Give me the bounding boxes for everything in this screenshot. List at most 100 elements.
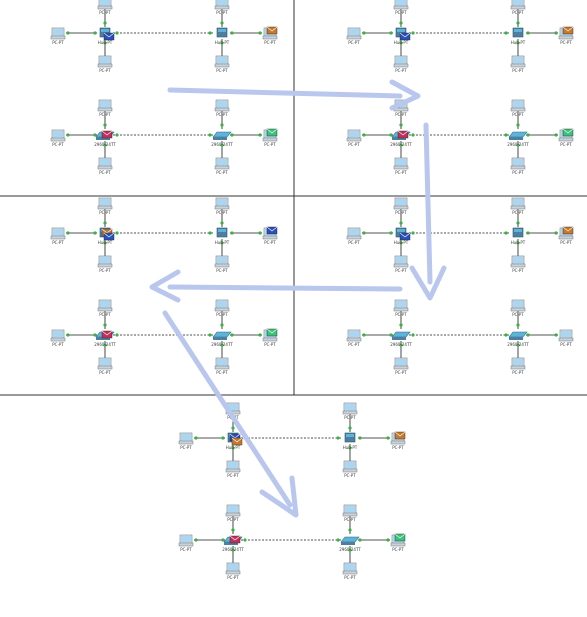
pc-label: PC-PT <box>227 517 239 522</box>
pc-top-p1-1-l[interactable]: PC-PT <box>97 99 113 117</box>
hub-label: 2960-24TT <box>339 547 361 552</box>
hub-label: Hub-PT <box>394 240 409 245</box>
pc-bottom-p4-0-r[interactable]: PC-PT <box>510 255 526 273</box>
pc-bottom-p1-1-l[interactable]: PC-PT <box>97 157 113 175</box>
link-port <box>221 436 225 440</box>
pc-side-p4-1-r[interactable]: PC-PT <box>558 329 574 347</box>
link-port <box>220 343 224 347</box>
pdu-p5-1-l <box>229 535 241 544</box>
pc-side-p5-0-l[interactable]: PC-PT <box>178 432 194 450</box>
pc-label: PC-PT <box>99 268 111 273</box>
pc-top-p1-0-l[interactable]: PC-PT <box>97 0 113 15</box>
pc-bottom-p4-1-l[interactable]: PC-PT <box>393 357 409 375</box>
pc-label: PC-PT <box>512 268 524 273</box>
pc-bottom-p1-0-l[interactable]: PC-PT <box>97 55 113 73</box>
link-port <box>115 133 119 137</box>
hub-p3-0-r[interactable]: Hub-PT <box>215 227 230 245</box>
pc-top-p4-1-r[interactable]: PC-PT <box>510 299 526 317</box>
pc-bottom-p2-1-l[interactable]: PC-PT <box>393 157 409 175</box>
link-port <box>411 133 415 137</box>
link-port <box>389 231 393 235</box>
link-port <box>103 241 107 245</box>
link-port <box>399 323 403 327</box>
pc-label: PC-PT <box>52 142 64 147</box>
pc-side-p2-1-l[interactable]: PC-PT <box>346 129 362 147</box>
pc-bottom-p3-1-l[interactable]: PC-PT <box>97 357 113 375</box>
link-port <box>348 446 352 450</box>
pc-label: PC-PT <box>348 240 360 245</box>
pc-top-p1-0-r[interactable]: PC-PT <box>214 0 230 15</box>
pc-top-p2-0-l[interactable]: PC-PT <box>393 0 409 15</box>
hub-p5-1-r[interactable]: 2960-24TT <box>339 536 361 552</box>
link-port <box>389 133 393 137</box>
pc-top-p1-1-r[interactable]: PC-PT <box>214 99 230 117</box>
hub-label: Hub-PT <box>215 240 230 245</box>
flow-arrow-2 <box>423 122 433 285</box>
pc-bottom-p1-1-r[interactable]: PC-PT <box>214 157 230 175</box>
hub-p4-1-l[interactable]: 2960-24TT <box>390 331 412 347</box>
pc-top-p5-0-r[interactable]: PC-PT <box>342 402 358 420</box>
hub-p1-1-r[interactable]: 2960-24TT <box>211 131 233 147</box>
pc-top-p3-1-l[interactable]: PC-PT <box>97 299 113 317</box>
pc-bottom-p1-0-r[interactable]: PC-PT <box>214 55 230 73</box>
hub-label: 2960-24TT <box>507 342 529 347</box>
pc-side-p3-1-l[interactable]: PC-PT <box>50 329 66 347</box>
pc-top-p3-0-r[interactable]: PC-PT <box>214 197 230 215</box>
pc-side-p5-1-l[interactable]: PC-PT <box>178 534 194 552</box>
pc-bottom-p3-0-r[interactable]: PC-PT <box>214 255 230 273</box>
pc-top-p5-1-r[interactable]: PC-PT <box>342 504 358 522</box>
pc-top-p4-1-l[interactable]: PC-PT <box>393 299 409 317</box>
pc-bottom-p5-1-r[interactable]: PC-PT <box>342 562 358 580</box>
pc-bottom-p5-1-l[interactable]: PC-PT <box>225 562 241 580</box>
pc-label: PC-PT <box>344 517 356 522</box>
hub-p4-1-r[interactable]: 2960-24TT <box>507 331 529 347</box>
pdu-p2-0-r <box>562 26 574 35</box>
link-port <box>554 133 558 137</box>
link-port <box>526 133 530 137</box>
hub-label: 2960-24TT <box>211 342 233 347</box>
link-port <box>348 548 352 552</box>
pc-bottom-p4-0-l[interactable]: PC-PT <box>393 255 409 273</box>
hub-label: 2960-24TT <box>390 342 412 347</box>
hub-p1-0-r[interactable]: Hub-PT <box>215 27 230 45</box>
pc-side-p2-0-l[interactable]: PC-PT <box>346 27 362 45</box>
pc-top-p2-1-r[interactable]: PC-PT <box>510 99 526 117</box>
link-port <box>516 123 520 127</box>
hub-p3-1-r[interactable]: 2960-24TT <box>211 331 233 347</box>
hub-label: 2960-24TT <box>94 342 116 347</box>
hub-p4-0-r[interactable]: Hub-PT <box>511 227 526 245</box>
pc-bottom-p2-0-l[interactable]: PC-PT <box>393 55 409 73</box>
pc-bottom-p2-1-r[interactable]: PC-PT <box>510 157 526 175</box>
pc-side-p1-0-l[interactable]: PC-PT <box>50 27 66 45</box>
pc-bottom-p5-0-r[interactable]: PC-PT <box>342 460 358 478</box>
link-port <box>399 143 403 147</box>
hub-p2-0-r[interactable]: Hub-PT <box>511 27 526 45</box>
pc-label: PC-PT <box>52 342 64 347</box>
pc-bottom-p2-0-r[interactable]: PC-PT <box>510 55 526 73</box>
link-port <box>362 31 366 35</box>
link-port <box>230 31 234 35</box>
pc-label: PC-PT <box>216 370 228 375</box>
hub-label: Hub-PT <box>394 40 409 45</box>
pc-top-p3-1-r[interactable]: PC-PT <box>214 299 230 317</box>
link-port <box>115 31 119 35</box>
pc-bottom-p3-1-r[interactable]: PC-PT <box>214 357 230 375</box>
pc-label: PC-PT <box>52 240 64 245</box>
hub-p2-1-r[interactable]: 2960-24TT <box>507 131 529 147</box>
pc-top-p3-0-l[interactable]: PC-PT <box>97 197 113 215</box>
pc-top-p5-1-l[interactable]: PC-PT <box>225 504 241 522</box>
pc-bottom-p5-0-l[interactable]: PC-PT <box>225 460 241 478</box>
pc-side-p4-1-l[interactable]: PC-PT <box>346 329 362 347</box>
pc-side-p3-0-l[interactable]: PC-PT <box>50 227 66 245</box>
link-port <box>526 31 530 35</box>
link-port <box>348 528 352 532</box>
pc-bottom-p4-1-r[interactable]: PC-PT <box>510 357 526 375</box>
pc-top-p4-0-l[interactable]: PC-PT <box>393 197 409 215</box>
pc-top-p4-0-r[interactable]: PC-PT <box>510 197 526 215</box>
pc-side-p4-0-l[interactable]: PC-PT <box>346 227 362 245</box>
pc-side-p1-1-l[interactable]: PC-PT <box>50 129 66 147</box>
hub-p5-0-r[interactable]: Hub-PT <box>343 432 358 450</box>
hub-label: Hub-PT <box>226 445 241 450</box>
pc-top-p2-0-r[interactable]: PC-PT <box>510 0 526 15</box>
pc-bottom-p3-0-l[interactable]: PC-PT <box>97 255 113 273</box>
